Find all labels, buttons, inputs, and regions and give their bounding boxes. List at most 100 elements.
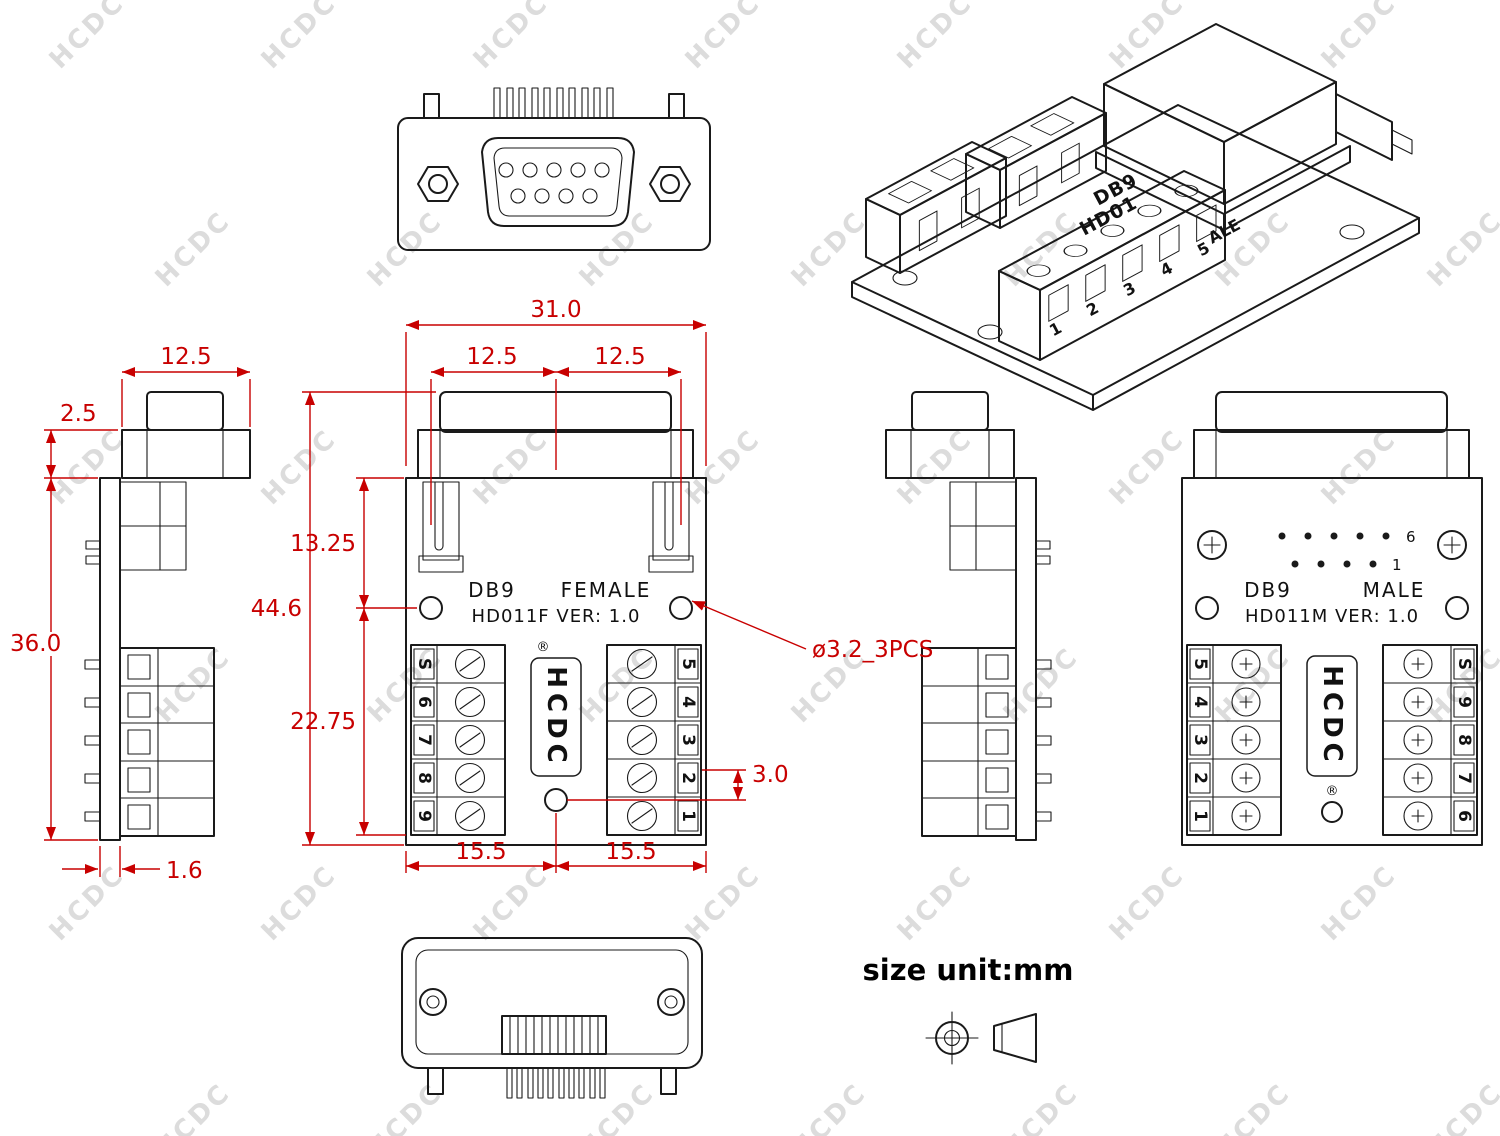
screw-cross — [1403, 725, 1433, 755]
female-board-version: HD011F VER: 1.0 — [472, 606, 641, 627]
watermark-text: HCDC — [1210, 206, 1297, 293]
male-left-terminal-label-0: 5 — [1190, 658, 1210, 670]
iso-dsub-stub — [1391, 129, 1413, 155]
watermark-text: HCDC — [786, 1078, 873, 1136]
screw-cross — [1231, 801, 1261, 831]
view-front-female: DB9 FEMALE HD011F VER: 1.0 ® HCDC S — [405, 391, 707, 846]
female-left-terminal-label-4: 9 — [414, 810, 434, 822]
screw-slot — [454, 686, 486, 718]
watermark-text: HCDC — [1210, 642, 1297, 729]
iso-board-edge — [851, 217, 1420, 411]
dsub-socket-holes — [498, 162, 610, 204]
mount-hole-bottom — [1321, 801, 1343, 823]
side-hood-cap — [911, 391, 989, 431]
connector-body — [397, 117, 711, 251]
iso-terminal-block-rear-left — [865, 141, 1007, 274]
watermark-text: HCDC — [256, 424, 343, 511]
side-terminal-pins — [84, 659, 101, 822]
watermark-text: HCDC — [1316, 0, 1403, 75]
watermark-text: HCDC — [362, 1078, 449, 1136]
side-hood-cap — [146, 391, 224, 431]
third-angle-projection-icon — [925, 1011, 1037, 1065]
female-board-gender: FEMALE — [561, 578, 652, 602]
female-left-terminal-label-3: 8 — [414, 772, 434, 784]
watermark-text: HCDC — [998, 1078, 1085, 1136]
view-bottom — [401, 937, 703, 1099]
female-left-terminal-label-0: S — [414, 658, 434, 670]
male-right-terminal-label-3: 7 — [1454, 772, 1474, 784]
bottom-jackscrew-left — [419, 988, 447, 1016]
male-left-terminal-label-2: 3 — [1190, 734, 1210, 746]
watermark-text: HCDC — [574, 1078, 661, 1136]
watermark-text: HCDC — [1316, 860, 1403, 947]
dim-hole-to-bottom-label: 22.75 — [290, 709, 356, 735]
size-unit-note: size unit:mm — [863, 953, 1074, 987]
male-left-terminal-label-4: 1 — [1190, 810, 1210, 822]
female-right-terminal-label-3: 2 — [678, 772, 698, 784]
screw-slot — [454, 800, 486, 832]
male-right-terminal-label-1: 9 — [1454, 696, 1474, 708]
dim-bottom-right-label: 15.5 — [605, 839, 656, 865]
male-pin-dots: 6 1 — [1278, 528, 1416, 574]
jackscrew-left — [1197, 530, 1227, 560]
bottom-inner-outline — [415, 949, 689, 1055]
male-pin-label-top: 6 — [1406, 528, 1416, 546]
watermark-layer: HCDC HCDC HCDC HCDC HCDC HCDC HCDC HCDC HCDC HCDC… — [44, 0, 1500, 1136]
dsub-shell-inner — [493, 147, 623, 217]
screw-slot — [454, 724, 486, 756]
screw-slot — [626, 686, 658, 718]
dimension-annotations: 31.0 12.5 12.5 44.6 13.25 22.75 15.5 15.… — [6, 297, 933, 884]
watermark-text: HCDC — [44, 860, 131, 947]
mount-hole-left — [419, 596, 443, 620]
side-pcb — [1015, 477, 1037, 841]
iso-board-top — [851, 104, 1420, 396]
side-terminal-block — [921, 647, 1017, 837]
female-right-terminal-label-1: 4 — [678, 696, 698, 708]
bottom-pin-comb — [501, 1015, 607, 1055]
dim-label-mask — [6, 632, 64, 656]
screw-slot — [626, 724, 658, 756]
dim-board-width-label: 31.0 — [530, 297, 581, 323]
watermark-text: HCDC — [1104, 860, 1191, 947]
side-terminal-pins — [1035, 659, 1052, 822]
female-terminal-block-left: S 6 7 8 9 — [410, 644, 506, 836]
dim-bottom-left-label: 15.5 — [455, 839, 506, 865]
male-terminal-block-right: S 9 8 7 6 — [1382, 644, 1478, 836]
watermark-text: HCDC — [256, 860, 343, 947]
watermark-text: HCDC — [892, 0, 979, 75]
hex-nut-left — [417, 166, 459, 202]
watermark-text: HCDC — [1422, 206, 1500, 293]
male-left-terminal-label-1: 4 — [1190, 696, 1210, 708]
watermark-text: HCDC — [150, 642, 237, 729]
watermark-text: HCDC — [998, 642, 1085, 729]
side-terminal-block — [119, 647, 215, 837]
dim-hole-offset-label: 3.0 — [752, 762, 789, 788]
screw-cross — [1231, 725, 1261, 755]
watermark-text: HCDC — [1422, 642, 1500, 729]
pcb-outline — [1181, 477, 1483, 846]
male-left-terminal-label-3: 2 — [1190, 772, 1210, 784]
mount-tab — [668, 93, 685, 119]
male-board-name: DB9 — [1244, 578, 1292, 602]
watermark-text: HCDC — [1104, 0, 1191, 75]
iso-terminal-number-3: 4 — [1157, 258, 1176, 280]
bottom-pins-row — [427, 1067, 677, 1099]
watermark-text: HCDC — [998, 206, 1085, 293]
dim-hole-left-label: 12.5 — [466, 344, 517, 370]
watermark-text: HCDC — [786, 206, 873, 293]
side-hood-flange — [885, 429, 1015, 479]
bottom-jackscrew-right — [657, 988, 685, 1016]
male-board-gender: MALE — [1363, 578, 1426, 602]
female-terminal-block-right: 5 4 3 2 1 — [606, 644, 702, 836]
logo-box — [1306, 655, 1358, 777]
jackscrew-bracket-right — [648, 481, 694, 573]
jackscrew-right — [1437, 530, 1467, 560]
connector-pins-row — [493, 87, 614, 119]
mount-hole-right — [669, 596, 693, 620]
watermark-text: HCDC — [256, 0, 343, 75]
female-registered-mark: ® — [537, 640, 550, 655]
dsub-shell-outer — [481, 137, 635, 227]
watermark-text: HCDC — [468, 860, 555, 947]
